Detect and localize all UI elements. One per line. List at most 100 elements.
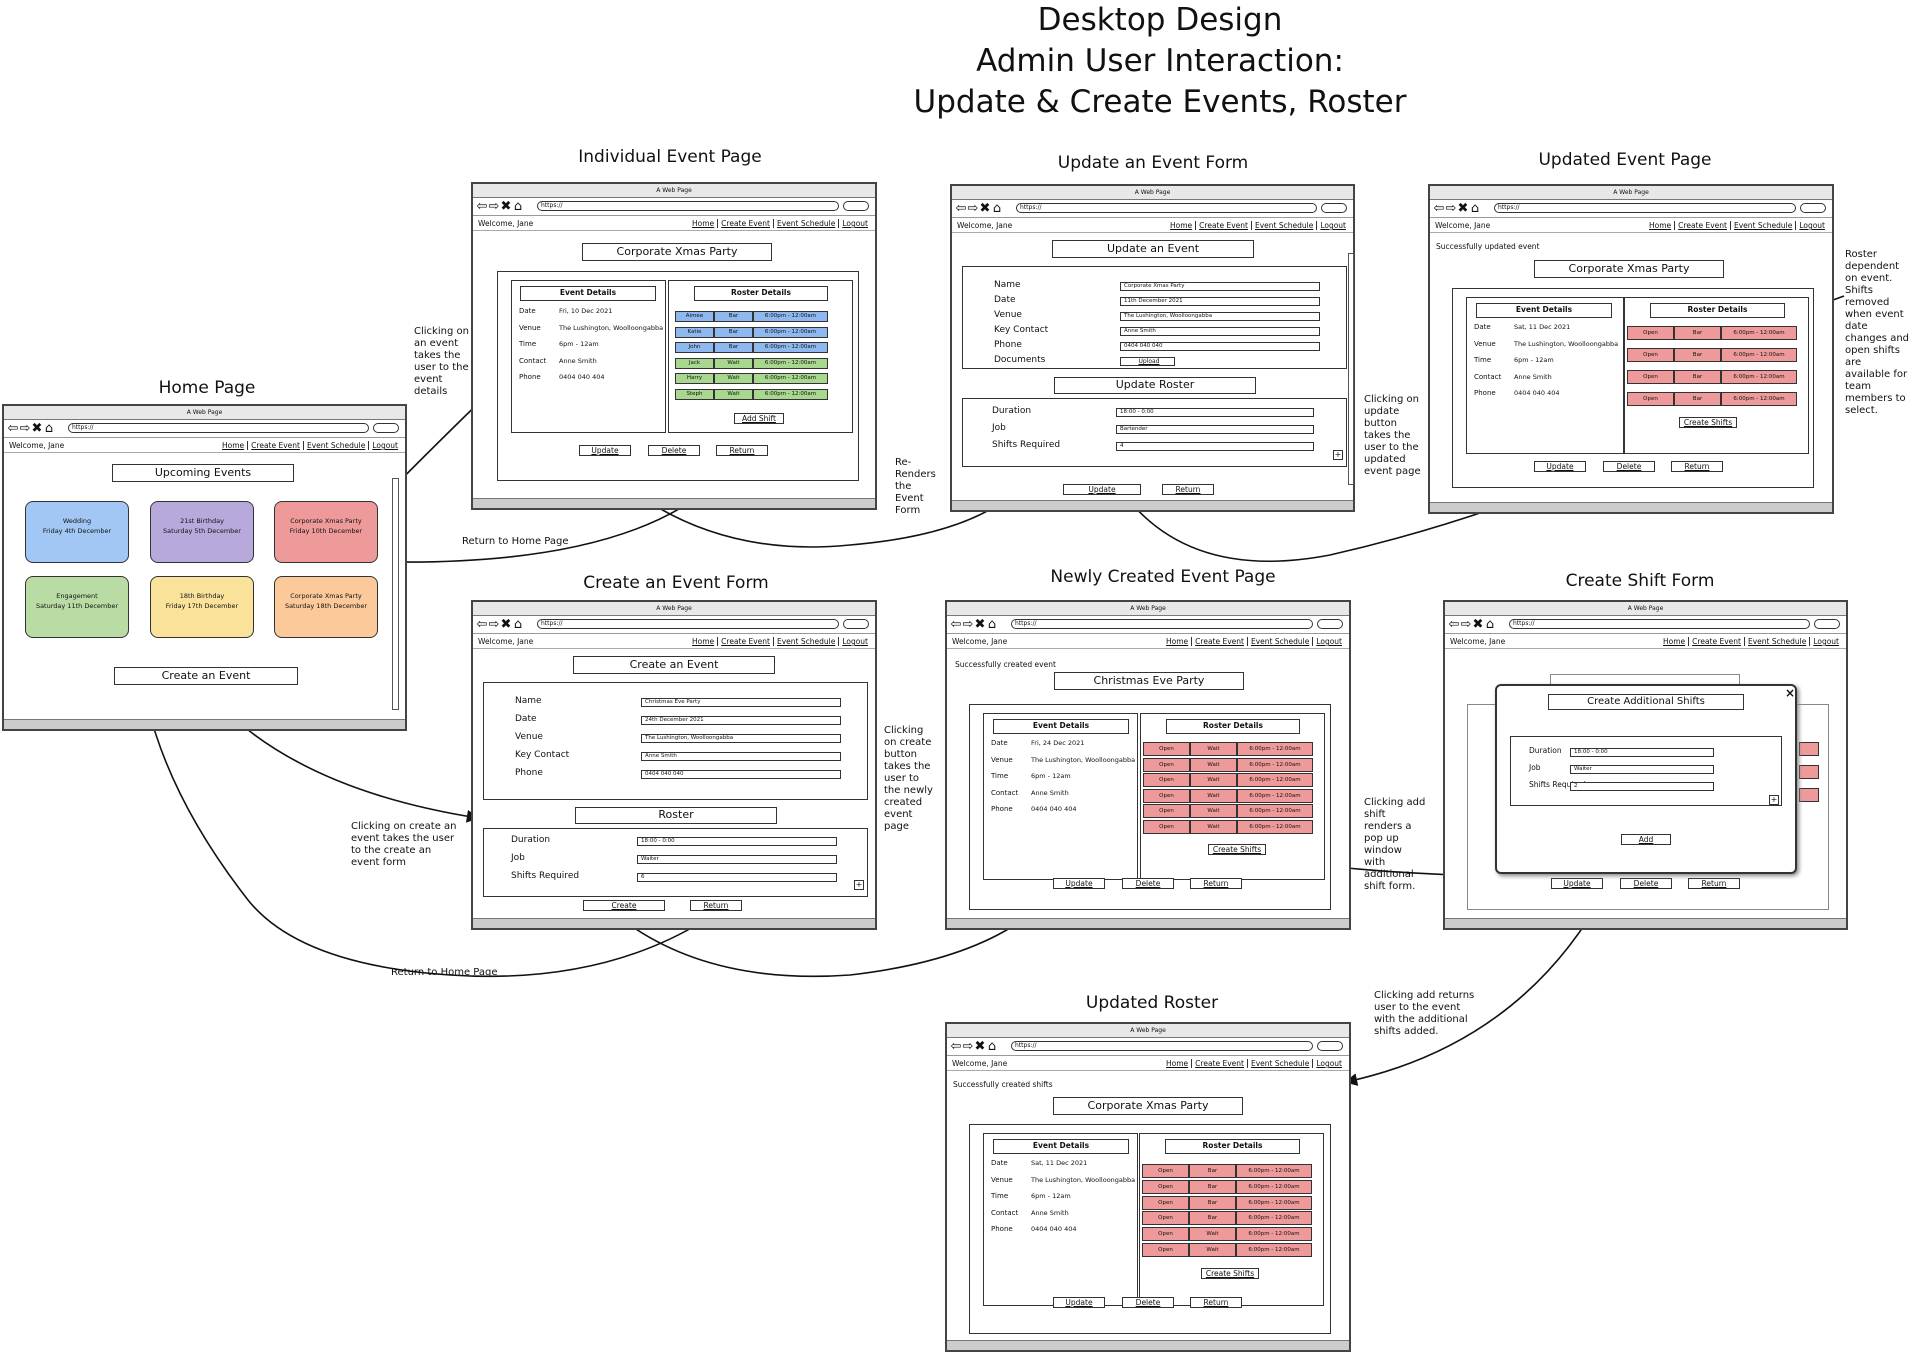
- forward-icon[interactable]: ⇨: [488, 199, 500, 214]
- nav-event-schedule[interactable]: Event Schedule: [772, 637, 839, 646]
- home-icon[interactable]: ⌂: [1485, 617, 1495, 632]
- return-button[interactable]: Return: [1688, 878, 1740, 889]
- nav-logout[interactable]: Logout: [1316, 221, 1349, 230]
- form-field[interactable]: Anne Smith: [641, 752, 841, 761]
- form-field[interactable]: 0404 040 040: [641, 770, 841, 779]
- back-icon[interactable]: ⇦: [7, 421, 19, 436]
- forward-icon[interactable]: ⇨: [962, 1039, 974, 1054]
- search-box[interactable]: [843, 619, 869, 629]
- scrollbar[interactable]: [392, 478, 399, 710]
- form-field[interactable]: 0404 040 040: [1120, 342, 1320, 351]
- nav-logout[interactable]: Logout: [1795, 221, 1828, 230]
- form-field[interactable]: 24th December 2021: [641, 716, 841, 725]
- nav-create-event[interactable]: Create Event: [717, 637, 773, 646]
- home-icon[interactable]: ⌂: [44, 421, 54, 436]
- nav-home[interactable]: Home: [692, 219, 715, 228]
- forward-icon[interactable]: ⇨: [967, 201, 979, 216]
- back-icon[interactable]: ⇦: [476, 617, 488, 632]
- delete-button[interactable]: Delete: [648, 445, 700, 456]
- scrollbar[interactable]: [1348, 253, 1354, 485]
- return-button[interactable]: Return: [716, 445, 768, 456]
- forward-icon[interactable]: ⇨: [1460, 617, 1472, 632]
- nav-home[interactable]: Home: [1166, 637, 1189, 646]
- close-icon[interactable]: ✖: [979, 201, 991, 216]
- add-row-icon[interactable]: +: [1333, 450, 1343, 460]
- nav-logout[interactable]: Logout: [1809, 637, 1842, 646]
- search-box[interactable]: [373, 423, 399, 433]
- home-icon[interactable]: ⌂: [1470, 201, 1480, 216]
- home-icon[interactable]: ⌂: [513, 617, 523, 632]
- return-button[interactable]: Return: [1162, 484, 1214, 495]
- nav-event-schedule[interactable]: Event Schedule: [1743, 637, 1810, 646]
- url-bar[interactable]: https://: [68, 423, 369, 433]
- close-icon[interactable]: ✖: [974, 1039, 986, 1054]
- search-box[interactable]: [1317, 1041, 1343, 1051]
- nav-event-schedule[interactable]: Event Schedule: [302, 441, 369, 450]
- form-field[interactable]: 4: [1116, 442, 1314, 451]
- create-shifts-button[interactable]: Create Shifts: [1679, 417, 1737, 428]
- nav-create-event[interactable]: Create Event: [1688, 637, 1744, 646]
- close-icon[interactable]: ✖: [500, 199, 512, 214]
- search-box[interactable]: [1317, 619, 1343, 629]
- nav-home[interactable]: Home: [1649, 221, 1672, 230]
- form-field[interactable]: 18:00 - 0:00: [1116, 408, 1314, 417]
- home-icon[interactable]: ⌂: [987, 1039, 997, 1054]
- return-button[interactable]: Return: [690, 900, 742, 911]
- form-field[interactable]: Anne Smith: [1120, 327, 1320, 336]
- return-button[interactable]: Return: [1671, 461, 1723, 472]
- nav-create-event[interactable]: Create Event: [1195, 221, 1251, 230]
- nav-logout[interactable]: Logout: [838, 637, 871, 646]
- form-field[interactable]: The Lushington, Woolloongabba: [641, 734, 841, 743]
- nav-logout[interactable]: Logout: [1312, 1059, 1345, 1068]
- update-button[interactable]: Update: [1053, 1297, 1105, 1308]
- back-icon[interactable]: ⇦: [476, 199, 488, 214]
- url-bar[interactable]: https://: [1011, 619, 1313, 629]
- search-box[interactable]: [1800, 203, 1826, 213]
- url-bar[interactable]: https://: [1011, 1041, 1313, 1051]
- url-bar[interactable]: https://: [537, 201, 839, 211]
- search-box[interactable]: [1321, 203, 1347, 213]
- form-field[interactable]: 18:00 - 0:00: [1570, 748, 1714, 757]
- back-icon[interactable]: ⇦: [950, 1039, 962, 1054]
- delete-button[interactable]: Delete: [1620, 878, 1672, 889]
- nav-event-schedule[interactable]: Event Schedule: [772, 219, 839, 228]
- back-icon[interactable]: ⇦: [950, 617, 962, 632]
- forward-icon[interactable]: ⇨: [962, 617, 974, 632]
- nav-logout[interactable]: Logout: [838, 219, 871, 228]
- form-field[interactable]: Christmas Eve Party: [641, 698, 841, 707]
- update-button[interactable]: Update: [579, 445, 631, 456]
- add-shift-button[interactable]: Add Shift: [734, 413, 784, 424]
- home-icon[interactable]: ⌂: [992, 201, 1002, 216]
- create-button[interactable]: Create: [583, 900, 665, 911]
- delete-button[interactable]: Delete: [1122, 1297, 1174, 1308]
- delete-button[interactable]: Delete: [1603, 461, 1655, 472]
- form-field[interactable]: Waiter: [637, 855, 837, 864]
- search-box[interactable]: [843, 201, 869, 211]
- nav-create-event[interactable]: Create Event: [717, 219, 773, 228]
- home-icon[interactable]: ⌂: [513, 199, 523, 214]
- return-button[interactable]: Return: [1190, 1297, 1242, 1308]
- return-button[interactable]: Return: [1190, 878, 1242, 889]
- create-event-button[interactable]: Create an Event: [114, 667, 298, 685]
- add-row-icon[interactable]: +: [1769, 795, 1779, 805]
- update-button[interactable]: Update: [1063, 484, 1141, 495]
- url-bar[interactable]: https://: [1016, 203, 1317, 213]
- home-icon[interactable]: ⌂: [987, 617, 997, 632]
- back-icon[interactable]: ⇦: [1448, 617, 1460, 632]
- url-bar[interactable]: https://: [1509, 619, 1810, 629]
- back-icon[interactable]: ⇦: [955, 201, 967, 216]
- form-field[interactable]: 6: [637, 873, 837, 882]
- modal-close-icon[interactable]: ×: [1785, 686, 1796, 700]
- forward-icon[interactable]: ⇨: [488, 617, 500, 632]
- add-row-icon[interactable]: +: [854, 880, 864, 890]
- nav-home[interactable]: Home: [1166, 1059, 1189, 1068]
- close-icon[interactable]: ✖: [974, 617, 986, 632]
- update-button[interactable]: Update: [1534, 461, 1586, 472]
- create-shifts-button[interactable]: Create Shifts: [1208, 844, 1266, 855]
- close-icon[interactable]: ✖: [1472, 617, 1484, 632]
- close-icon[interactable]: ✖: [31, 421, 43, 436]
